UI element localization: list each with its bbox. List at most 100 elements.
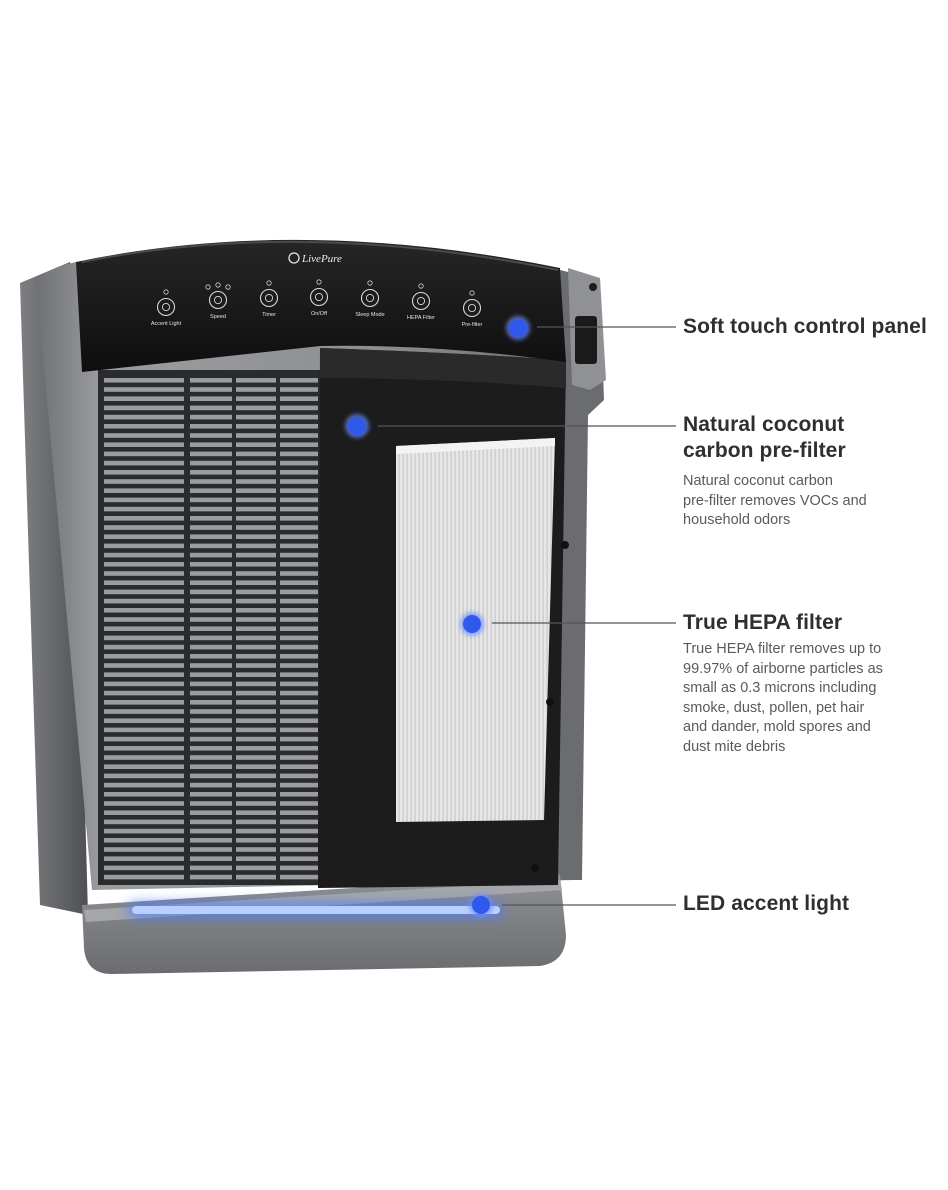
grille-slot: [280, 534, 318, 539]
grille-slot: [236, 534, 276, 539]
grille-slot: [104, 782, 184, 788]
grille-slot: [190, 874, 232, 880]
control-pre-filterbutton[interactable]: Pre-filter: [462, 290, 483, 328]
grille-slot: [280, 626, 318, 631]
grille-slot: [280, 608, 318, 613]
grille-slot: [236, 497, 276, 503]
grille-slot: [104, 617, 184, 622]
indicator-light: [163, 289, 169, 295]
grille-slot: [236, 792, 276, 797]
grille-slot: [190, 589, 232, 595]
hepa-filter-icon-glyph: [416, 296, 426, 306]
grille-slot: [236, 460, 276, 466]
side-control-knob: [575, 316, 597, 364]
grille-slot: [104, 571, 184, 576]
hotspot-control-panel[interactable]: [506, 316, 530, 340]
brand-logo: LivePure: [288, 252, 342, 265]
screw: [561, 541, 569, 549]
control-hepa-filterbutton[interactable]: HEPA Filter: [407, 283, 435, 321]
grille-slot: [104, 470, 184, 475]
grille-slot: [280, 746, 318, 751]
callout-led-accent: LED accent light: [683, 891, 928, 917]
grille-slot: [190, 580, 232, 585]
control-on-offbutton[interactable]: On/Off: [309, 279, 329, 317]
grille-slot: [104, 819, 184, 825]
callout-title: LED accent light: [683, 892, 850, 915]
hotspot-led-accent[interactable]: [469, 893, 493, 917]
grille-slot: [236, 847, 276, 852]
grille-slot: [104, 580, 184, 585]
grille-slot: [236, 672, 276, 677]
indicator-light: [205, 284, 211, 290]
grille-slot: [280, 460, 318, 466]
screw: [546, 698, 554, 706]
grille-slot: [280, 874, 318, 880]
grille-slot: [280, 562, 318, 567]
grille-slot: [190, 672, 232, 677]
grille-slot: [104, 654, 184, 659]
indicator-light: [418, 283, 424, 289]
grille-slot: [190, 414, 232, 420]
grille-slot: [104, 451, 184, 457]
grille-slot: [280, 654, 318, 659]
grille-slot: [280, 635, 318, 641]
indicator-light: [266, 280, 272, 286]
grille-slot: [104, 635, 184, 641]
grille-slot: [236, 451, 276, 457]
hotspot-hepa-filter[interactable]: [460, 612, 484, 636]
grille-slot: [280, 856, 318, 861]
grille-slot: [280, 442, 318, 447]
hotspot-carbon-prefilter[interactable]: [345, 414, 369, 438]
grille-slot: [190, 451, 232, 457]
grille-slot: [280, 801, 318, 806]
grille-slot: [104, 488, 184, 493]
grille-slot: [190, 792, 232, 797]
bulb-icon: [156, 297, 176, 317]
control-timerbutton[interactable]: Timer: [259, 280, 279, 318]
grille-slot: [236, 865, 276, 871]
grille-slot: [190, 755, 232, 760]
grille-slot: [236, 681, 276, 687]
grille-slot: [104, 516, 184, 521]
grille-slot: [236, 617, 276, 622]
grille-slot: [190, 442, 232, 447]
grille-slot: [190, 598, 232, 604]
grille-slot: [190, 700, 232, 705]
control-label: Speed: [210, 314, 226, 320]
grille-slot: [190, 847, 232, 852]
grille-slot: [236, 387, 276, 392]
control-accent-lightbutton[interactable]: Accent Light: [151, 289, 182, 327]
grille-slot: [104, 727, 184, 733]
control-label: Sleep Mode: [355, 312, 384, 318]
grille-slot: [190, 681, 232, 687]
grille-slot: [190, 516, 232, 521]
grille-slot: [190, 736, 232, 742]
control-speedbutton[interactable]: Speed: [205, 282, 231, 320]
grille-slot: [236, 718, 276, 723]
grille-slot: [104, 847, 184, 852]
grille-slot: [280, 782, 318, 788]
clock-icon-glyph: [264, 293, 274, 303]
control-label: On/Off: [311, 311, 328, 317]
grille-slot: [280, 598, 318, 604]
hepa-filter-media-edge: [396, 438, 555, 454]
control-panel[interactable]: [76, 239, 566, 372]
grille-slot: [280, 644, 318, 650]
grille-slot: [236, 690, 276, 696]
right-side-edge: [560, 270, 604, 880]
grille-slot: [236, 414, 276, 420]
grille-slot: [190, 378, 232, 383]
grille-slot: [190, 801, 232, 806]
grille-slot: [190, 405, 232, 411]
grille-slot: [190, 387, 232, 392]
control-sleep-modebutton[interactable]: Sleep Mode: [355, 280, 385, 318]
grille-slot: [104, 525, 184, 530]
callout-title: True HEPA filter: [683, 611, 843, 634]
grille-slot: [280, 617, 318, 622]
grille-slot: [190, 782, 232, 788]
grille-slot: [236, 589, 276, 595]
grille-slot: [190, 479, 232, 484]
grille-slot: [280, 405, 318, 411]
grille-slot: [190, 525, 232, 530]
